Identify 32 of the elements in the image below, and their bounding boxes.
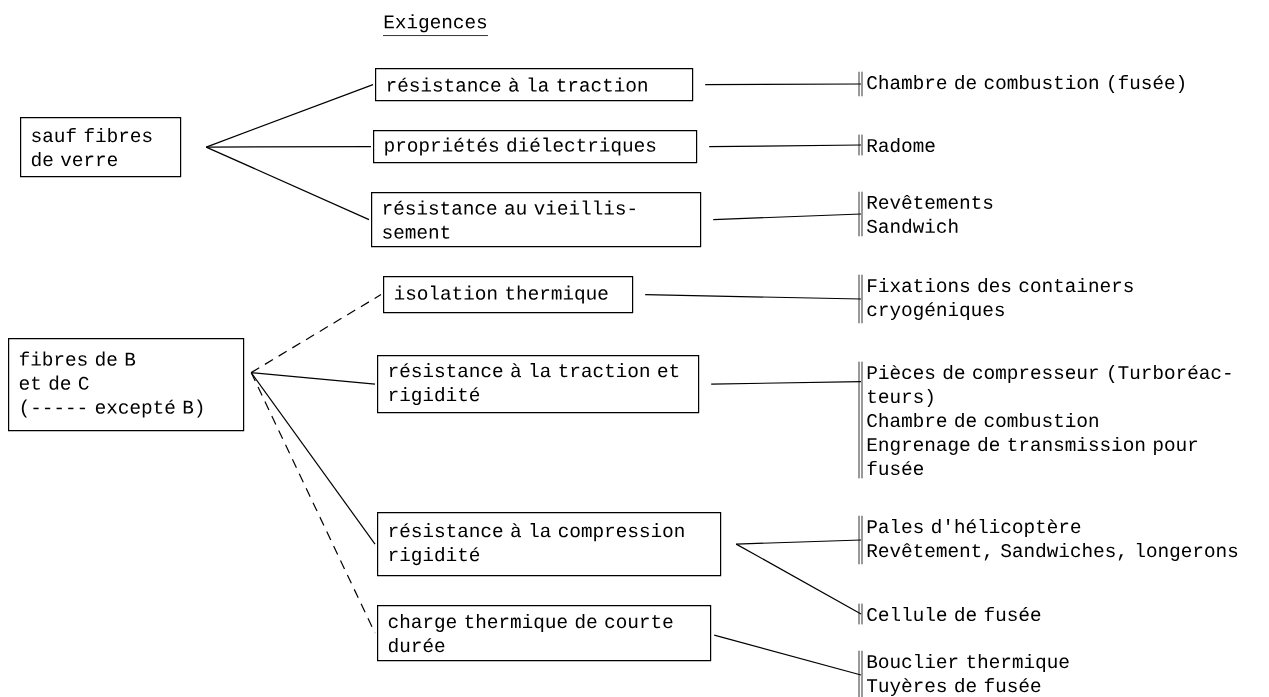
requirement-box: résistance au vieillis- sement [371,192,702,248]
connector-line [644,294,862,300]
connector-line [712,213,862,221]
heading: Exigences [382,14,489,36]
application-text: Bouclier thermique Tuyères de fusée [858,650,1069,697]
connector-line [205,146,372,148]
connector-line [250,372,376,385]
connector-line [735,539,862,545]
application-text: Radome [858,134,935,156]
connector-line [250,294,382,374]
requirement-box: résistance à la compression rigidité [377,512,722,577]
application-text: Revêtements Sandwich [858,191,993,237]
category-box: fibres de B et de C (----- excepté B) [8,338,245,432]
requirement-box: isolation thermique [383,276,634,314]
application-text: Cellule de fusée [858,603,1041,625]
connector-line [250,372,376,545]
connector-line [205,146,370,221]
connector-line [713,634,862,676]
connector-line [735,543,862,615]
connector-line [708,144,862,148]
application-text: Fixations des containers cryogéniques [858,274,1133,324]
connector-line [710,381,862,385]
requirement-box: résistance à la traction [375,68,694,102]
requirement-box: résistance à la traction et rigidité [377,355,700,414]
application-text: Pièces de compresseur (Turboréac- teurs) Chambre de combustion Engrenage de transmission pour fusée [858,361,1231,479]
connector-line [250,372,376,634]
application-text: Pales d'hélicoptère Revêtement, Sandwiches, longerons [858,515,1238,565]
requirement-box: propriétés diélectriques [373,130,698,164]
requirement-box: charge thermique de courte durée [377,605,712,662]
application-text: Chambre de combustion (fusée) [858,71,1184,97]
connector-line [704,83,862,86]
category-box: sauf fibres de verre [20,117,182,178]
